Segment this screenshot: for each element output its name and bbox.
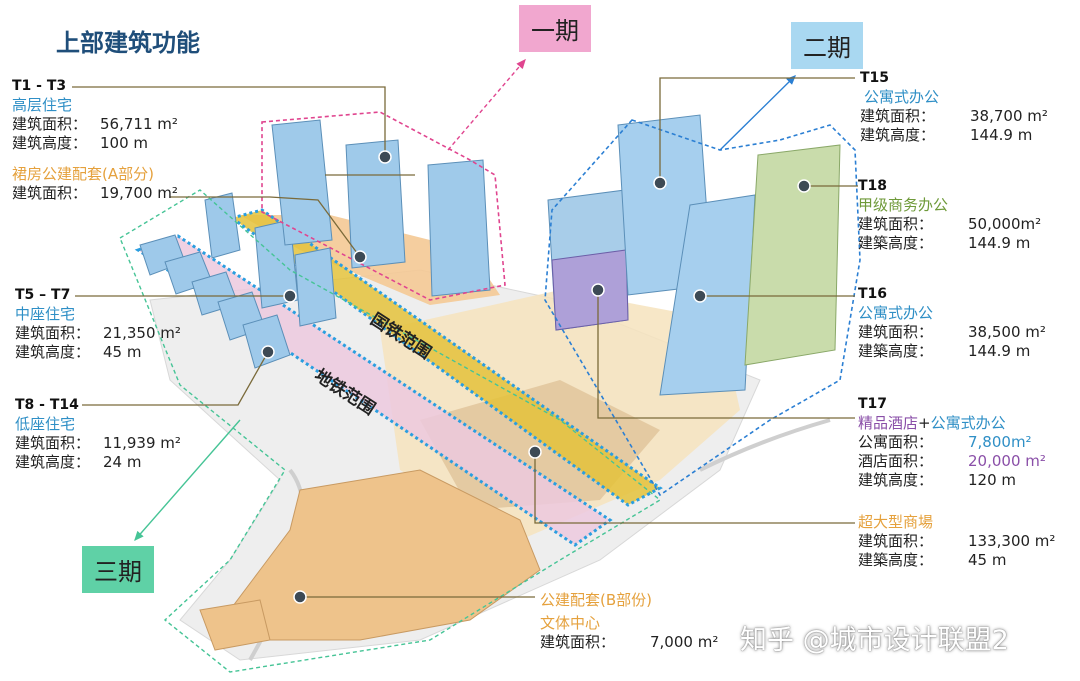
t5-area-key: 建筑面积： (15, 324, 91, 342)
t17-use-a: 精品酒店 (858, 414, 919, 432)
t15-code: T15 (860, 70, 890, 86)
t15-area-value: 38,700 m² (970, 107, 1048, 125)
label-t5-t7: T5 – T7 中座住宅 建筑面积： 21,350 m² 建筑高度： 45 m (15, 286, 181, 362)
t17-plus: + (918, 414, 931, 432)
rail-band (232, 210, 660, 505)
t8-height-key: 建筑高度： (15, 453, 91, 471)
phase1-boundary (261, 111, 506, 301)
t16-height-value: 144.9 m (968, 342, 1031, 360)
t17-hotel-value: 20,000 m² (968, 452, 1046, 470)
t18-area-key: 建筑面积： (858, 215, 934, 233)
label-t15: T15 公寓式办公 建筑面积： 38,700 m² 建筑高度： 144.9 m (860, 69, 1048, 145)
t16-use: 公寓式办公 (858, 304, 934, 322)
t18-area-value: 50,000m² (968, 215, 1042, 233)
t5-code: T5 – T7 (15, 287, 71, 303)
t17-height-value: 120 m (968, 471, 1017, 489)
leader-dot-icon (261, 150, 811, 604)
label-podium-a: 裙房公建配套(A部分) 建筑面积： 19,700 m² (12, 165, 178, 203)
tower-t18 (744, 144, 841, 366)
phase3-arrow (134, 419, 241, 542)
t1-height-key: 建筑高度： (12, 134, 88, 152)
phase3-tag: 三期 (82, 546, 154, 593)
label-t18: T18 甲级商务办公 建筑面积： 50,000m² 建築高度： 144.9 m (858, 177, 1041, 253)
t1-code: T1 - T3 (12, 78, 67, 94)
label-t1-t3: T1 - T3 高层住宅 建筑面积： 56,711 m² 建筑高度： 100 m (12, 77, 178, 153)
mall-height-key: 建築高度： (858, 551, 934, 569)
t8-height-value: 24 m (103, 453, 142, 471)
t16-area-value: 38,500 m² (968, 323, 1046, 341)
t15-use: 公寓式办公 (864, 88, 940, 106)
t17-code: T17 (858, 396, 888, 412)
podium-a-area-key: 建筑面积： (12, 184, 88, 202)
lowrise-t8-t14 (139, 234, 291, 369)
mall-area-key: 建筑面积： (858, 532, 934, 550)
road-curve-2 (699, 418, 831, 472)
podium-a-use: 裙房公建配套(A部分) (12, 165, 154, 183)
t15-height-key: 建筑高度： (860, 126, 936, 144)
label-t17: T17 精品酒店+公寓式办公 公寓面积： 7,800m² 酒店面积： 20,000 … (858, 395, 1046, 490)
t8-area-value: 11,939 m² (103, 434, 181, 452)
t1-height-value: 100 m (100, 134, 149, 152)
t1-area-key: 建筑面积： (12, 115, 88, 133)
t16-area-key: 建筑面积： (858, 323, 934, 341)
podium-a-area-value: 19,700 m² (100, 184, 178, 202)
phase2-tag: 二期 (791, 22, 863, 69)
podium-b-tail (199, 599, 271, 651)
t1-area-value: 56,711 m² (100, 115, 178, 133)
podium-b-sub: 文体中心 (540, 614, 601, 632)
t18-code: T18 (858, 178, 888, 194)
t17-hotel-key: 酒店面积： (858, 452, 934, 470)
t8-use: 低座住宅 (15, 415, 76, 433)
tower-t17 (547, 189, 629, 331)
leader-lines (72, 77, 858, 598)
phase3-boundary (119, 189, 662, 673)
label-t8-t14: T8 - T14 低座住宅 建筑面积： 11,939 m² 建筑高度： 24 m (15, 396, 181, 472)
phase2-boundary (544, 119, 861, 497)
t16-height-key: 建築高度： (858, 342, 934, 360)
t1-use: 高层住宅 (12, 96, 73, 114)
t8-area-key: 建筑面积： (15, 434, 91, 452)
phase1-tag: 一期 (519, 5, 591, 52)
page-title: 上部建筑功能 (56, 29, 200, 57)
t15-height-value: 144.9 m (970, 126, 1033, 144)
tower-t16 (659, 194, 756, 396)
midrise-t5-t7 (204, 192, 337, 327)
t18-height-key: 建築高度： (858, 234, 934, 252)
t18-height-value: 144.9 m (968, 234, 1031, 252)
podium-b-area-key: 建筑面积： (540, 633, 616, 651)
t5-area-value: 21,350 m² (103, 324, 181, 342)
t17-apt-key: 公寓面积： (858, 433, 934, 451)
label-podium-b: 公建配套(B部份) 文体中心 建筑面积： 7,000 m² (540, 591, 718, 652)
phase2-arrow (719, 75, 796, 151)
t18-use: 甲级商务办公 (858, 196, 949, 214)
phase1-arrow (447, 58, 526, 151)
t17-height-key: 建筑高度： (858, 471, 934, 489)
mall-height-value: 45 m (968, 551, 1007, 569)
label-t16: T16 公寓式办公 建筑面积： 38,500 m² 建築高度： 144.9 m (858, 285, 1046, 361)
t17-use-b: 公寓式办公 (930, 414, 1006, 432)
t5-use: 中座住宅 (15, 305, 76, 323)
watermark: 知乎 @城市设计联盟2 (740, 625, 1009, 656)
towers-t1-t3 (271, 119, 491, 297)
t5-height-key: 建筑高度： (15, 343, 91, 361)
t16-code: T16 (858, 286, 888, 302)
t15-area-key: 建筑面积： (860, 107, 936, 125)
podium-b-use: 公建配套(B部份) (540, 591, 652, 609)
label-mall: 超大型商場 建筑面积： 133,300 m² 建築高度： 45 m (858, 513, 1055, 570)
mall-use: 超大型商場 (858, 513, 934, 531)
t5-height-value: 45 m (103, 343, 142, 361)
t17-apt-value: 7,800m² (968, 433, 1032, 451)
mall-area-value: 133,300 m² (968, 532, 1056, 550)
podium-b-area-value: 7,000 m² (650, 633, 719, 651)
t8-code: T8 - T14 (15, 397, 79, 413)
